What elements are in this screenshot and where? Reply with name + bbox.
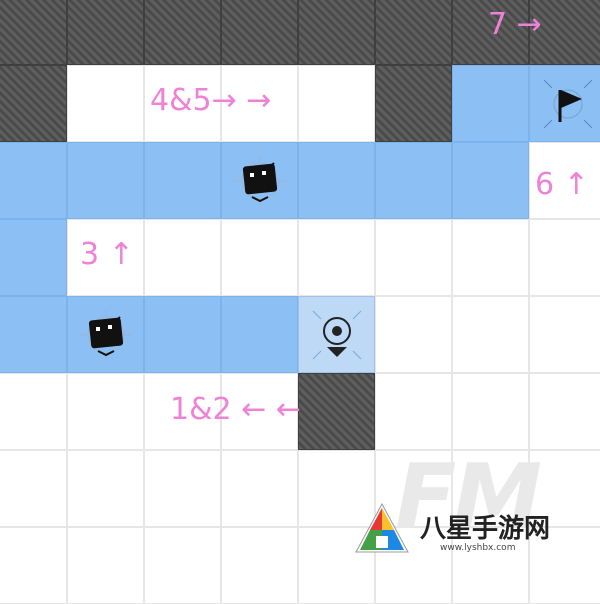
annotation-step-3: 3 ↑ [80,237,134,272]
grid-cell-blue[interactable] [298,142,375,219]
grid-cell-white[interactable] [0,450,67,527]
grid-cell-wall[interactable] [375,65,452,142]
grid-cell-blue[interactable] [375,142,452,219]
grid-cell-white[interactable] [144,450,221,527]
grid-cell-white[interactable] [221,450,298,527]
annotation-step-4-5: 4&5→ → [150,83,272,118]
annotation-step-7: 7 → [488,7,542,42]
grid-cell-white[interactable] [375,373,452,450]
robot-block-piece[interactable] [230,151,290,215]
grid-cell-white[interactable] [529,296,600,373]
grid-cell-white[interactable] [375,296,452,373]
grid-cell-white[interactable] [67,450,144,527]
grid-cell-white[interactable] [67,373,144,450]
grid-cell-wall[interactable] [452,0,529,65]
grid-cell-blue[interactable] [144,296,221,373]
grid-cell-white[interactable] [67,65,144,142]
grid-cell-wall[interactable] [375,0,452,65]
grid-cell-white[interactable] [298,450,375,527]
grid-cell-white[interactable] [298,65,375,142]
grid-cell-white[interactable] [375,219,452,296]
watermark-fm: FM [395,445,542,550]
logo-url: www.lyshbx.com [440,543,516,553]
location-pin-icon[interactable] [307,305,367,369]
grid-cell-wall[interactable] [529,0,600,65]
grid-cell-white[interactable] [452,450,529,527]
grid-cell-blue[interactable] [0,142,67,219]
grid-cell-wall[interactable] [0,65,67,142]
grid-cell-white[interactable] [144,373,221,450]
grid-cell-blue[interactable] [452,65,529,142]
grid-cell-wall[interactable] [298,373,375,450]
grid-cell-white[interactable] [298,219,375,296]
grid-cell-white[interactable] [452,219,529,296]
grid-cell-white[interactable] [0,373,67,450]
grid-cell-white[interactable] [221,65,298,142]
grid-cell-wall[interactable] [221,0,298,65]
grid-cell-blue[interactable] [67,142,144,219]
grid-cell-blue[interactable] [221,296,298,373]
logo-text: 八星手游网 [420,514,551,544]
grid-cell-white[interactable] [67,527,144,604]
grid-cell-blue[interactable] [0,296,67,373]
logo-icon [355,502,409,553]
robot-block-piece[interactable] [76,305,136,369]
grid-cell-wall[interactable] [0,0,67,65]
grid-cell-white[interactable] [221,219,298,296]
grid-cell-wall[interactable] [298,0,375,65]
grid-cell-white[interactable] [221,373,298,450]
grid-cell-white[interactable] [529,373,600,450]
grid-cell-wall[interactable] [144,0,221,65]
grid-cell-blue[interactable] [452,142,529,219]
grid-cell-white[interactable] [144,65,221,142]
grid-cell-white[interactable] [144,527,221,604]
grid-cell-white[interactable] [529,142,600,219]
annotation-step-1-2: 1&2 ← ← [170,392,301,427]
grid-cell-white[interactable] [452,296,529,373]
grid-cell-white[interactable] [144,219,221,296]
annotation-step-6: 6 ↑ [535,167,589,202]
grid-cell-blue[interactable] [0,219,67,296]
grid-cell-white[interactable] [452,373,529,450]
grid-cell-wall[interactable] [67,0,144,65]
grid-cell-blue[interactable] [144,142,221,219]
grid-cell-white[interactable] [221,527,298,604]
grid-cell-white[interactable] [67,219,144,296]
grid-cell-white[interactable] [529,450,600,527]
goal-flag-icon[interactable] [538,74,598,138]
grid-cell-white[interactable] [0,527,67,604]
grid-cell-white[interactable] [529,219,600,296]
